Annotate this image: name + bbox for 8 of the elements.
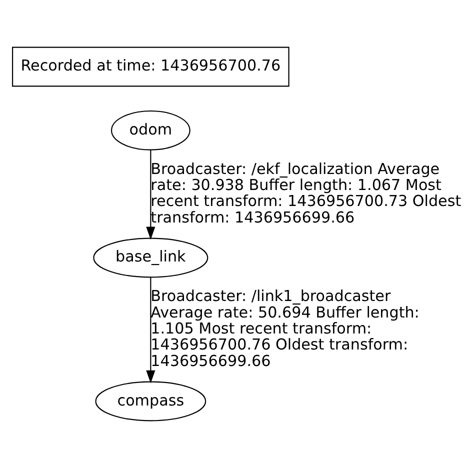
- node-ellipse: compass: [95, 380, 206, 421]
- node-ellipse: odom: [110, 110, 190, 150]
- arrow: [146, 276, 156, 383]
- edge-label: Broadcaster: /ekf_localization Average rate: 30.938 Buffer length: 1.067 Most recent transform: 1436956700.73 Oldest transform: 1436956699.66: [150, 159, 462, 226]
- arrow: [146, 149, 156, 240]
- node-ellipse: base_link: [93, 237, 208, 278]
- node-box: Recorded at time: 1436956700.76: [12, 46, 290, 86]
- edge-label: Broadcaster: /link1_broadcaster Average rate: 50.694 Buffer length: 1.105 Most recent transform: 1436956700.76 Oldest transform: 1436956699.66: [150, 286, 420, 370]
